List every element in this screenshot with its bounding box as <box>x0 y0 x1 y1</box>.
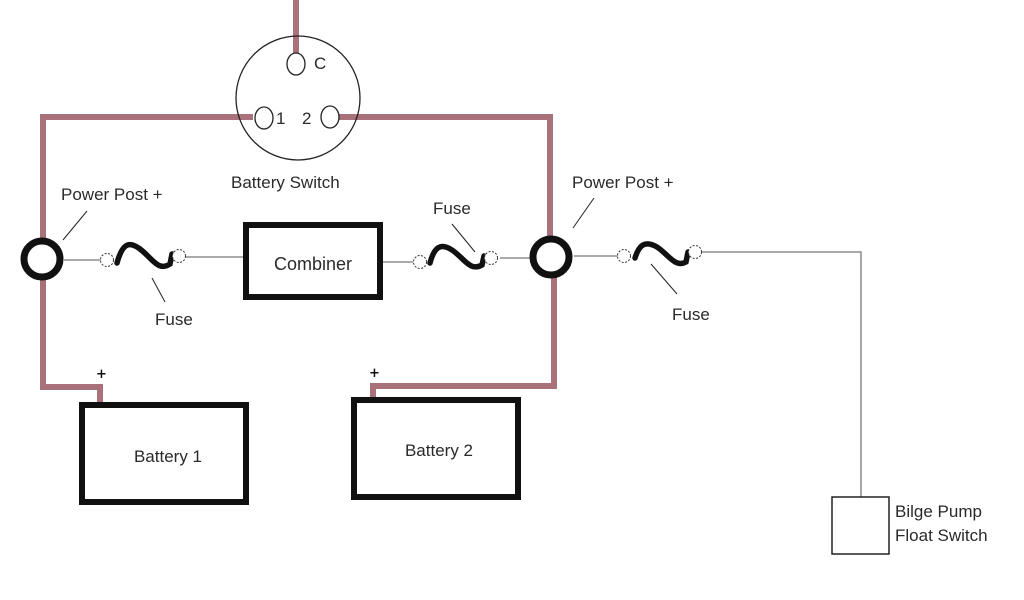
fuse-left-element <box>114 241 175 270</box>
power-post-right-leader <box>572 197 595 229</box>
fuse-left[interactable] <box>100 241 186 270</box>
combiner[interactable] <box>243 222 383 300</box>
battery-1-positive-mark: + <box>96 367 107 382</box>
wire-switch-2-to-right-post <box>336 114 553 236</box>
bilge-label-line2: Float Switch <box>895 526 988 545</box>
fuse-center-terminal-a <box>413 255 427 269</box>
thin-wires <box>64 251 862 497</box>
power-post-right-label: Power Post + <box>572 173 674 192</box>
switch-terminal-2[interactable] <box>320 105 340 129</box>
wire-switch-1-to-left-post <box>40 114 253 240</box>
battery-2-positive-mark: + <box>369 366 380 381</box>
combiner-label: Combiner <box>274 254 352 274</box>
fuse-right-element <box>632 241 691 267</box>
fuse-left-label: Fuse <box>155 310 193 329</box>
wire-left-post-to-battery-1 <box>40 278 103 404</box>
fuse-center-element <box>427 243 487 270</box>
fuse-center-terminal-b <box>484 251 498 265</box>
fuse-center-label: Fuse <box>433 199 471 218</box>
fuse-center[interactable] <box>413 243 498 270</box>
fuse-right-terminal-b <box>688 245 702 259</box>
battery-1[interactable] <box>79 402 249 505</box>
wire-right-post-to-battery-2 <box>370 276 557 399</box>
switch-label-2: 2 <box>302 109 311 128</box>
positive-wires <box>40 0 557 404</box>
power-post-left-leader <box>62 210 88 241</box>
fuse-left-terminal-b <box>172 249 186 263</box>
fuse-right-label: Fuse <box>672 305 710 324</box>
fuse-left-leader <box>151 277 166 303</box>
power-post-left[interactable] <box>20 237 64 281</box>
bilge-label-line1: Bilge Pump <box>895 502 982 521</box>
fuse-right[interactable] <box>617 241 702 267</box>
fuse-right-leader <box>650 263 678 295</box>
switch-terminal-1[interactable] <box>254 106 274 130</box>
bilge-float-switch[interactable] <box>831 496 890 555</box>
battery-switch-label: Battery Switch <box>231 173 340 192</box>
switch-terminal-c[interactable] <box>286 52 306 76</box>
battery-switch[interactable]: C 1 2 <box>235 35 361 161</box>
battery-switch-body <box>235 35 361 161</box>
battery-2[interactable] <box>351 397 521 500</box>
switch-label-1: 1 <box>276 109 285 128</box>
power-post-right[interactable] <box>529 235 573 279</box>
switch-label-c: C <box>314 54 326 73</box>
fuse-center-leader <box>451 223 476 253</box>
battery-2-label: Battery 2 <box>405 441 473 460</box>
battery-1-label: Battery 1 <box>134 447 202 466</box>
fuse-right-terminal-a <box>617 249 631 263</box>
fuse-left-terminal-a <box>100 253 114 267</box>
power-post-left-label: Power Post + <box>61 185 163 204</box>
wire-fuse-to-bilge <box>702 251 862 497</box>
